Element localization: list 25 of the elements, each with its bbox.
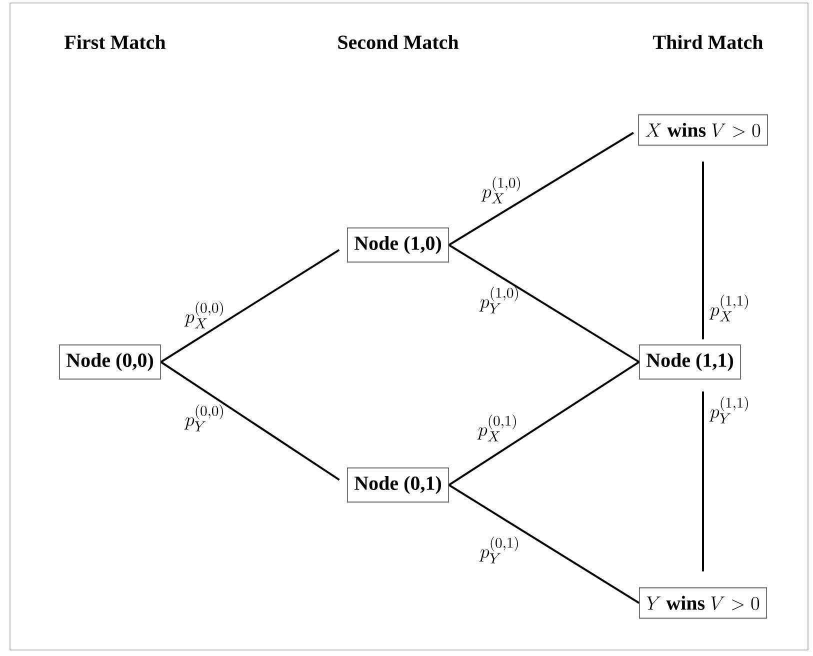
edge-label: $p_Y^{(1,0)}$ xyxy=(479,286,518,314)
connector-line xyxy=(160,361,340,481)
node-box: Node (1,1) xyxy=(639,344,741,380)
node-box: $X\ \textbf{wins}\ V > 0$ xyxy=(638,114,768,146)
edge-label: $p_X^{(0,0)}$ xyxy=(184,302,223,328)
column-heading: First Match xyxy=(64,34,166,50)
edge-label: $p_Y^{(0,1)}$ xyxy=(479,536,518,564)
node-box: Node (0,0) xyxy=(59,344,161,380)
edge-label: $p_Y^{(1,1)}$ xyxy=(709,396,748,424)
connector-line xyxy=(448,361,640,486)
edge-label: $p_Y^{(0,0)}$ xyxy=(184,404,223,432)
column-heading: Third Match xyxy=(653,34,763,50)
node-box: Node (0,1) xyxy=(347,468,449,502)
connector-line xyxy=(160,249,340,363)
column-heading: Second Match xyxy=(338,34,459,50)
connector-line xyxy=(702,391,704,572)
connector-line xyxy=(448,484,640,604)
connector-line xyxy=(448,132,634,246)
connector-line xyxy=(448,244,640,363)
edge-label: $p_X^{(1,0)}$ xyxy=(481,176,520,204)
edge-label: $p_X^{(0,1)}$ xyxy=(477,414,516,442)
node-box: Node (1,0) xyxy=(347,228,449,262)
node-box: $Y\ \textbf{wins}\ V > 0$ xyxy=(639,587,767,619)
edge-label: $p_X^{(1,1)}$ xyxy=(709,294,748,322)
connector-line xyxy=(702,162,704,340)
